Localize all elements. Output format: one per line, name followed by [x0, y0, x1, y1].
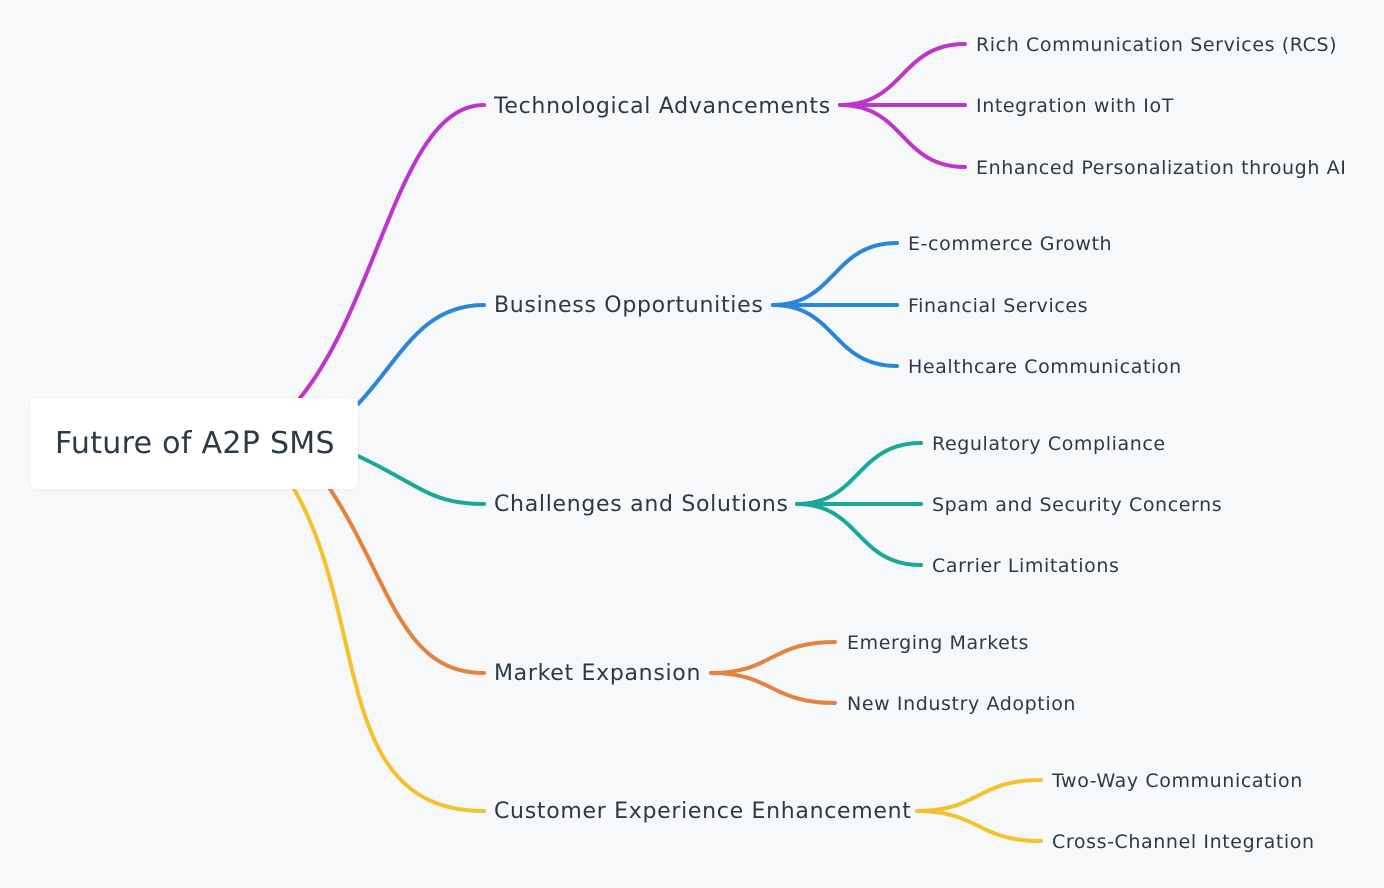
leaf-ecommerce-growth[interactable]: E-commerce Growth — [908, 233, 1113, 255]
leaf-ai-personalization[interactable]: Enhanced Personalization through AI — [976, 157, 1347, 179]
leaf-carrier-limitations[interactable]: Carrier Limitations — [932, 555, 1120, 577]
edge-tech-rcs — [838, 42, 967, 107]
edge-root-technological — [298, 103, 486, 400]
edge-tech-ai — [838, 103, 967, 169]
root-node[interactable]: Future of A2P SMS — [30, 398, 358, 489]
leaf-spam-security[interactable]: Spam and Security Concerns — [932, 494, 1223, 516]
leaf-emerging-markets[interactable]: Emerging Markets — [847, 632, 1029, 654]
leaf-healthcare-communication[interactable]: Healthcare Communication — [908, 356, 1182, 378]
edge-challenges-carrier — [795, 502, 923, 567]
branch-technological-advancements[interactable]: Technological Advancements — [494, 94, 831, 119]
edge-root-business — [356, 303, 486, 406]
edge-customer-twoway — [915, 778, 1043, 813]
edge-business-healthcare — [771, 303, 899, 368]
leaf-financial-services[interactable]: Financial Services — [908, 295, 1089, 317]
leaf-iot-integration[interactable]: Integration with IoT — [976, 95, 1174, 117]
branch-market-expansion[interactable]: Market Expansion — [494, 661, 702, 686]
branch-customer-experience-enhancement[interactable]: Customer Experience Enhancement — [494, 799, 912, 824]
branch-challenges-and-solutions[interactable]: Challenges and Solutions — [494, 492, 789, 517]
edge-business-ecommerce — [771, 241, 899, 307]
leaf-regulatory-compliance[interactable]: Regulatory Compliance — [932, 433, 1166, 455]
edge-market-emerging — [709, 640, 837, 675]
edge-customer-crosschannel — [915, 809, 1043, 843]
leaf-two-way-communication[interactable]: Two-Way Communication — [1052, 770, 1303, 792]
edge-root-customer — [292, 487, 486, 813]
branch-business-opportunities[interactable]: Business Opportunities — [494, 293, 764, 318]
leaf-new-industry-adoption[interactable]: New Industry Adoption — [847, 693, 1077, 715]
edge-challenges-regulatory — [795, 441, 923, 506]
root-node-label: Future of A2P SMS — [55, 426, 335, 461]
leaf-rcs[interactable]: Rich Communication Services (RCS) — [976, 34, 1338, 56]
edge-root-challenges — [356, 454, 486, 506]
edge-root-market — [328, 487, 486, 675]
leaf-cross-channel-integration[interactable]: Cross-Channel Integration — [1052, 831, 1315, 853]
edge-market-industry — [709, 671, 837, 705]
